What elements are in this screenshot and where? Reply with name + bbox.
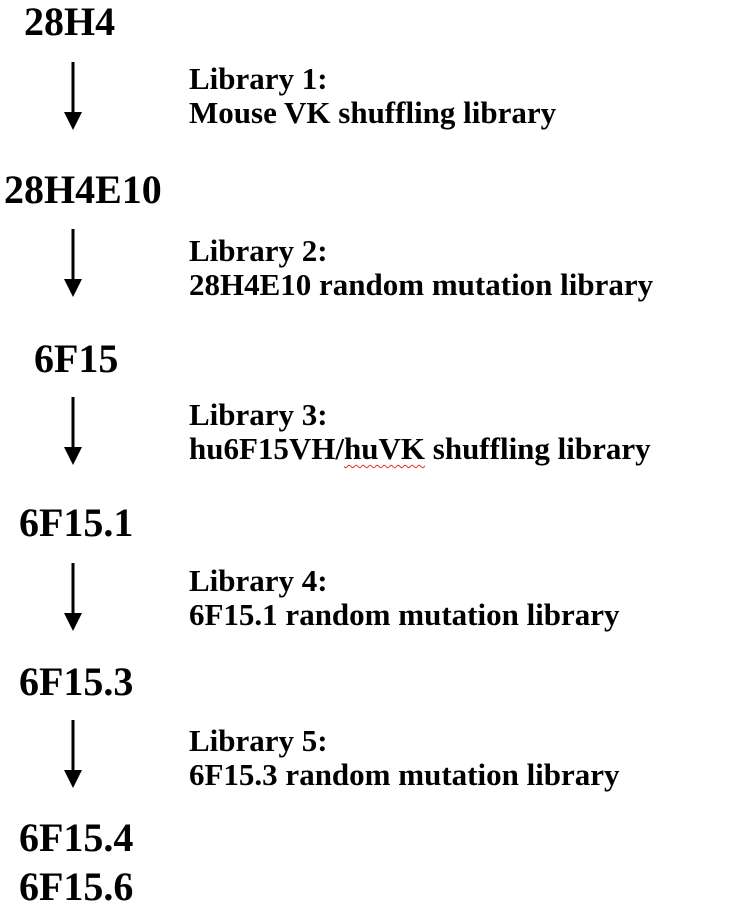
node-6f15-4: 6F15.4: [19, 815, 134, 860]
library-5-title: Library 5:: [189, 723, 328, 758]
library-4-description: 6F15.1 random mutation library: [189, 597, 620, 632]
library-1-title: Library 1:: [189, 61, 328, 96]
library-5-label: Library 5: 6F15.3 random mutation librar…: [189, 724, 620, 792]
node-6f15-1: 6F15.1: [19, 500, 134, 545]
down-arrow-icon: [58, 720, 88, 788]
library-3-description-suffix: shuffling library: [425, 431, 651, 466]
node-6f15: 6F15: [34, 336, 119, 381]
down-arrow-icon: [58, 397, 88, 465]
node-28h4: 28H4: [24, 0, 116, 44]
library-1-label: Library 1: Mouse VK shuffling library: [189, 62, 556, 130]
down-arrow-icon: [58, 563, 88, 631]
down-arrow-icon: [58, 62, 88, 130]
down-arrow-icon: [58, 229, 88, 297]
library-2-title: Library 2:: [189, 233, 328, 268]
library-5-description: 6F15.3 random mutation library: [189, 757, 620, 792]
node-6f15-6: 6F15.6: [19, 864, 134, 909]
library-3-label: Library 3: hu6F15VH/huVK shuffling libra…: [189, 398, 651, 466]
spellcheck-flagged-word[interactable]: huVK: [344, 431, 426, 466]
library-4-title: Library 4:: [189, 563, 328, 598]
library-2-description: 28H4E10 random mutation library: [189, 267, 654, 302]
library-4-label: Library 4: 6F15.1 random mutation librar…: [189, 564, 620, 632]
node-28h4e10: 28H4E10: [4, 167, 162, 212]
library-3-description-prefix: hu6F15VH/: [189, 431, 345, 466]
node-6f15-3: 6F15.3: [19, 659, 134, 704]
library-2-label: Library 2: 28H4E10 random mutation libra…: [189, 234, 653, 302]
library-3-title: Library 3:: [189, 397, 328, 432]
library-3-description: hu6F15VH/huVK shuffling library: [189, 432, 651, 466]
library-1-description: Mouse VK shuffling library: [189, 95, 557, 130]
